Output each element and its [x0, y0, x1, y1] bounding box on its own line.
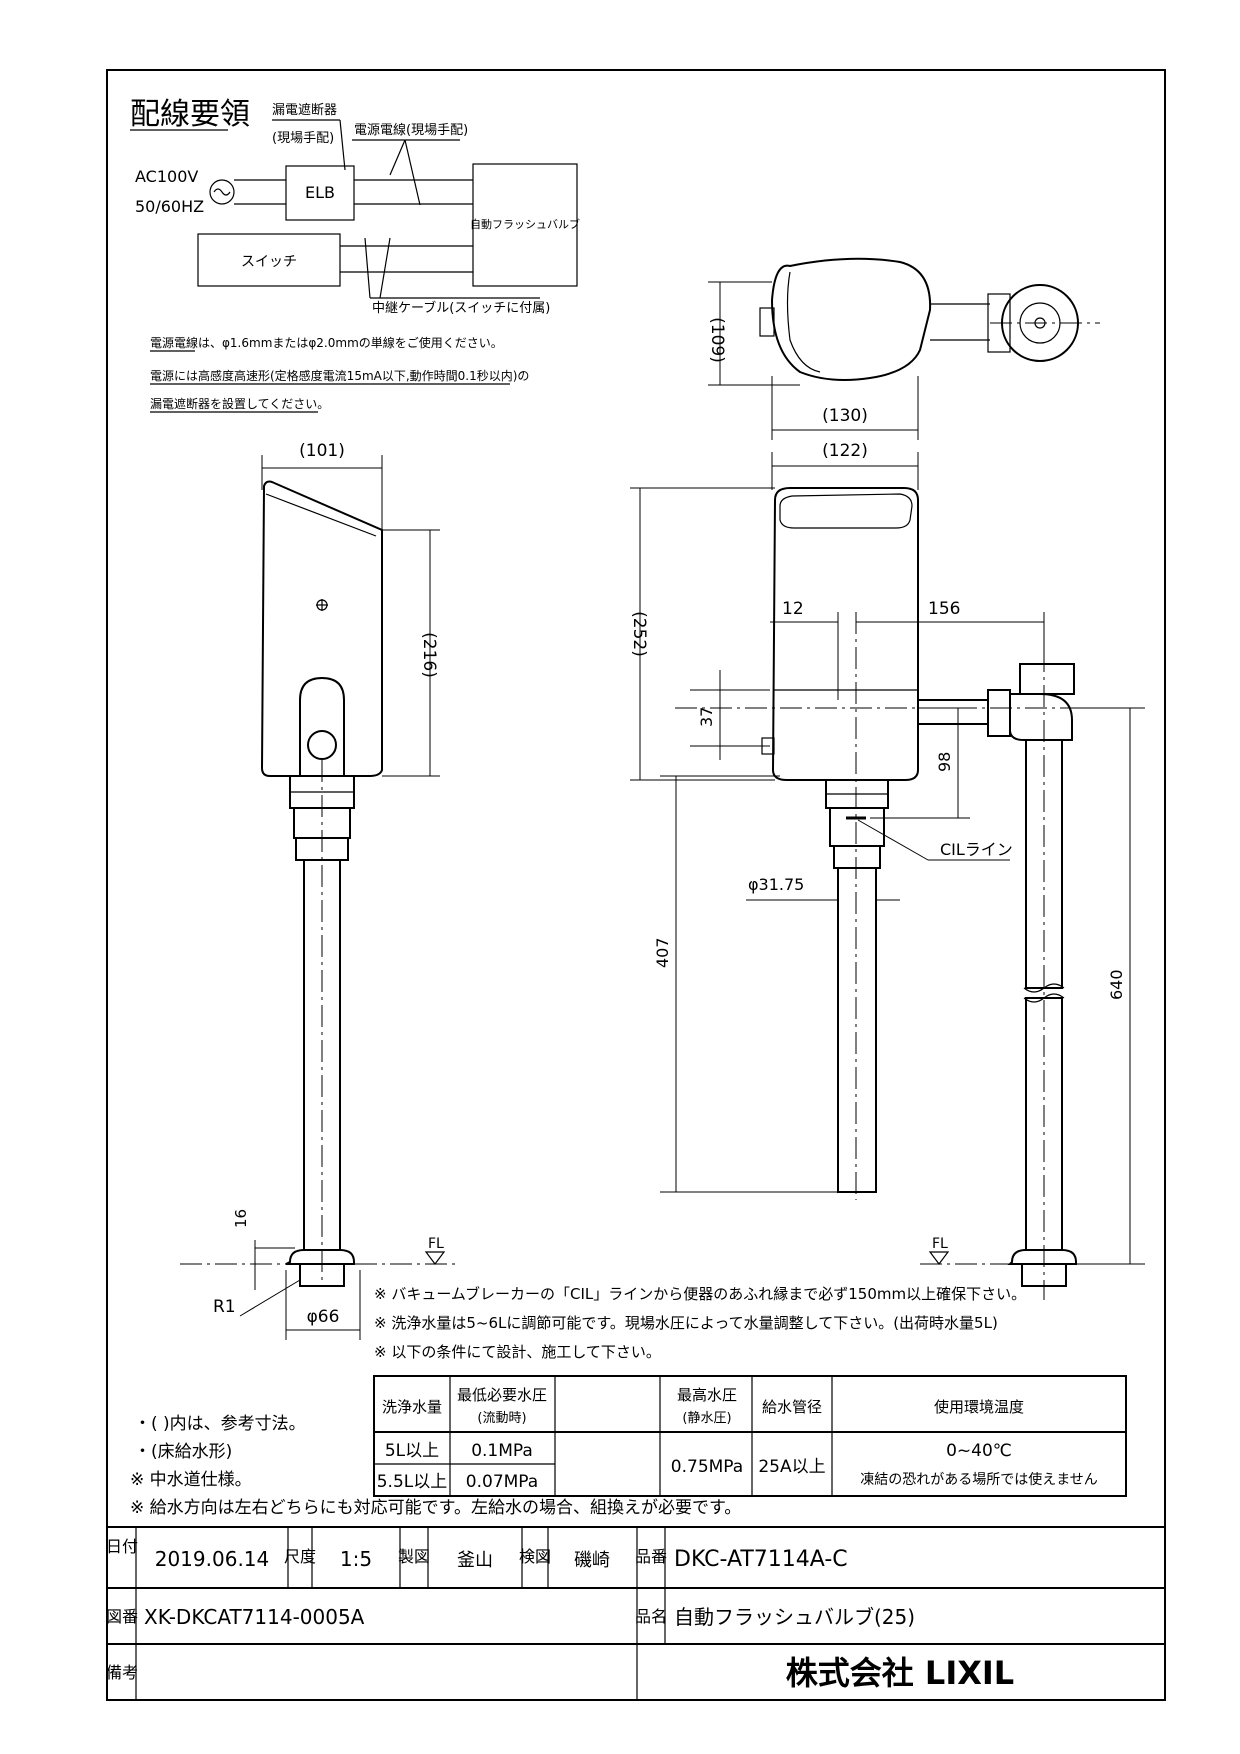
label-checked: 検図 — [519, 1547, 551, 1566]
spec-header-max-pressure-sub: (静水圧) — [682, 1411, 731, 1426]
spec-row1-flush: 5L以上 — [385, 1441, 439, 1461]
dim-front-height: (252) — [629, 611, 649, 657]
dim-offset-156: 156 — [928, 599, 960, 619]
spec-row1-min-pressure: 0.1MPa — [471, 1441, 533, 1461]
cil-label: CILライン — [940, 840, 1013, 859]
spec-header-min-pressure: 最低必要水圧 — [457, 1386, 547, 1404]
dim-front-width: (122) — [822, 441, 868, 461]
label-scale: 尺度 — [284, 1547, 316, 1566]
dim-16: 16 — [232, 1209, 250, 1228]
freq-label: 50/60HZ — [135, 197, 204, 216]
checked-by: 磯崎 — [574, 1550, 610, 1571]
elb-label: ELB — [305, 183, 335, 202]
drawn-by: 釜山 — [457, 1550, 493, 1571]
breaker-note: (現場手配) — [272, 131, 334, 146]
spec-table: 洗浄水量 最低必要水圧 (流動時) 最高水圧 (静水圧) 給水管径 使用環境温度… — [373, 1375, 1127, 1497]
switch-box — [197, 233, 341, 287]
label-drawing-no: 図番 — [106, 1607, 138, 1626]
valve-box — [472, 163, 578, 287]
dim-pipe-dia: φ31.75 — [748, 875, 804, 894]
label-remarks: 備考 — [106, 1663, 138, 1682]
top-view-body — [770, 257, 932, 381]
top-view: (109) (130) — [707, 257, 1100, 440]
drawing-no-value: XK-DKCAT7114-0005A — [144, 1605, 365, 1629]
dim-98: 98 — [935, 752, 954, 772]
fl-left: FL — [428, 1236, 444, 1252]
notes-block: ※ バキュームブレーカーの「CIL」ラインから便器のあふれ縁まで必ず150mm以… — [130, 1285, 1026, 1518]
spec-max-pressure: 0.75MPa — [671, 1457, 743, 1477]
left-note-3: ※ 中水道仕様。 — [130, 1470, 252, 1490]
wiring-title: 配線要領 — [130, 97, 250, 132]
ac-label: AC100V — [135, 167, 198, 186]
dim-407: 407 — [653, 937, 672, 968]
dim-37: 37 — [697, 707, 716, 727]
scale-value: 1:5 — [340, 1547, 372, 1571]
valve-label: 自動フラッシュバルブ — [470, 217, 580, 231]
wiring-note-2: 電源には高感度高速形(定格感度電流15mA以下,動作時間0.1秒以内)の — [150, 368, 529, 383]
spec-header-temperature: 使用環境温度 — [934, 1398, 1024, 1416]
label-product-name: 品名 — [635, 1607, 667, 1626]
dim-top-depth: (109) — [707, 317, 727, 363]
spec-header-pipe-size: 給水管径 — [762, 1398, 822, 1416]
fl-right: FL — [932, 1236, 948, 1252]
spec-temperature-note: 凍結の恐れがある場所では使えません — [860, 1471, 1098, 1488]
power-wire-label: 電源電線(現場手配) — [354, 122, 468, 138]
wiring-diagram: 配線要領 漏電遮断器 (現場手配) 電源電線(現場手配) AC100V 50/6… — [130, 97, 580, 413]
bottom-note: ※ 給水方向は左右どちらにも対応可能です。左給水の場合、組換えが必要です。 — [130, 1498, 741, 1518]
note-3: ※ 以下の条件にて設計、施工して下さい。 — [374, 1343, 661, 1361]
front-view-body — [771, 487, 919, 781]
elb-box — [285, 165, 355, 221]
left-note-2: ・(床給水形) — [134, 1442, 232, 1462]
dim-side-height: (216) — [419, 632, 439, 678]
front-view: (122) (252) 12 156 37 98 — [629, 441, 1145, 1300]
label-drawn: 製図 — [398, 1547, 430, 1566]
company-logo: 株式会社 LIXIL — [786, 1654, 1014, 1692]
ac-source-icon — [209, 179, 235, 205]
title-block: 日付 2019.06.14 尺度 1:5 製図 釜山 検図 磯崎 品番 DKC-… — [106, 1526, 1165, 1700]
sheet-border — [106, 69, 1166, 1701]
dim-offset-12: 12 — [782, 599, 804, 619]
spec-row2-min-pressure: 0.07MPa — [466, 1472, 538, 1492]
spec-header-min-pressure-sub: (流動時) — [477, 1411, 526, 1426]
date-value: 2019.06.14 — [155, 1547, 270, 1571]
dim-r1: R1 — [213, 1297, 236, 1317]
breaker-label: 漏電遮断器 — [272, 102, 337, 118]
dim-top-width: (130) — [822, 406, 868, 426]
side-view-body — [260, 480, 383, 777]
dim-side-width: (101) — [299, 441, 345, 461]
wiring-note-1: 電源電線は、φ1.6mmまたはφ2.0mmの単線をご使用ください。 — [150, 335, 503, 350]
spec-header-flush: 洗浄水量 — [382, 1398, 442, 1416]
left-note-1: ・( )内は、参考寸法。 — [134, 1414, 306, 1434]
dim-flange-dia: φ66 — [307, 1307, 340, 1327]
note-2: ※ 洗浄水量は5~6Lに調節可能です。現場水圧によって水量調整して下さい。(出荷… — [374, 1314, 998, 1332]
relay-cable-label: 中継ケーブル(スイッチに付属) — [372, 300, 550, 316]
switch-label: スイッチ — [241, 254, 297, 270]
spec-header-max-pressure: 最高水圧 — [677, 1386, 737, 1404]
side-view: (101) (216) FL 16 R1 — [180, 441, 460, 1340]
dim-640: 640 — [1107, 969, 1126, 1000]
spec-row2-flush: 5.5L以上 — [377, 1472, 448, 1492]
flush-pipe — [837, 867, 877, 1193]
part-no-value: DKC-AT7114A-C — [674, 1547, 848, 1572]
note-1: ※ バキュームブレーカーの「CIL」ラインから便器のあふれ縁まで必ず150mm以… — [374, 1285, 1026, 1303]
spec-pipe-size: 25A以上 — [758, 1457, 825, 1477]
spec-temperature: 0~40℃ — [946, 1441, 1012, 1461]
product-name-value: 自動フラッシュバルブ(25) — [674, 1605, 915, 1629]
label-date: 日付 — [106, 1537, 138, 1556]
label-part-no: 品番 — [635, 1547, 667, 1566]
wiring-note-3: 漏電遮断器を設置してください。 — [150, 396, 329, 411]
